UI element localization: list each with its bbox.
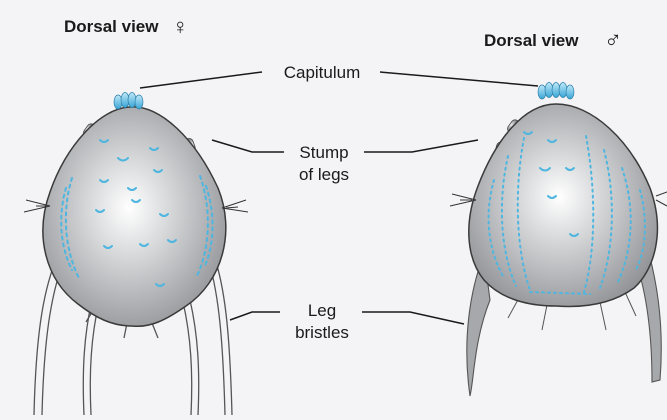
stump-label-line2: of legs — [299, 165, 349, 184]
female-title: Dorsal view — [64, 17, 159, 36]
capitulum-leader-right — [380, 72, 538, 86]
bristles-label-line2: bristles — [295, 323, 349, 342]
female-mite: Dorsal view ♀ — [24, 14, 248, 415]
female-symbol: ♀ — [172, 14, 189, 39]
stump-leader-right — [364, 140, 478, 152]
male-symbol: ♂ — [604, 27, 622, 54]
capitulum-label: Capitulum — [284, 63, 361, 82]
stump-label-line1: Stump — [299, 143, 348, 162]
stump-leader-left — [212, 140, 284, 152]
capitulum-leader-left — [140, 72, 262, 88]
bristles-label-line1: Leg — [308, 301, 336, 320]
male-title: Dorsal view — [484, 31, 579, 50]
male-capitulum — [538, 83, 574, 100]
female-body — [43, 107, 226, 326]
male-mite: Dorsal view ♂ — [450, 27, 667, 396]
bristles-leader-left — [230, 312, 280, 320]
bristles-leader-right — [362, 312, 464, 324]
